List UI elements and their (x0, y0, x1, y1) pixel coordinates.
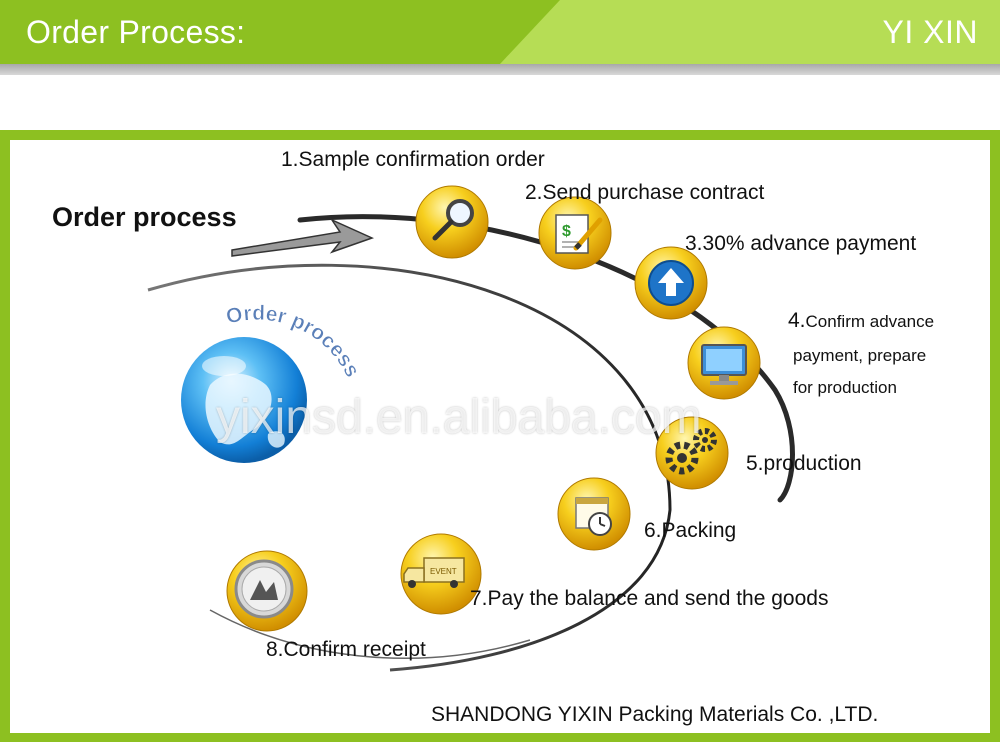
step-4-label-rest: Confirm advance (805, 312, 935, 331)
page-title: Order Process: (26, 14, 246, 50)
svg-text:$: $ (562, 223, 571, 240)
contract-pen-icon: $ (538, 196, 612, 270)
upload-arrow-icon (634, 246, 708, 320)
delivery-truck-icon: EVENT (400, 533, 482, 615)
step-5-label: 5.production (746, 452, 862, 475)
header-accent-stripe (500, 0, 1000, 64)
step-4-label-line-1: 4.Confirm advance (788, 309, 935, 332)
calendar-clock-icon (557, 477, 631, 551)
gears-icon (655, 416, 729, 490)
step-4-label-line-3: for production (793, 378, 897, 397)
step-4-label-line-2: payment, prepare (793, 346, 927, 365)
brand-name: YI XIN (882, 14, 978, 50)
watermark-text: yixinsd.en.alibaba.com (216, 391, 702, 444)
motion-arrow-icon (231, 218, 375, 257)
monitor-icon (687, 326, 761, 400)
company-name: SHANDONG YIXIN Packing Materials Co. ,LT… (431, 703, 879, 726)
coin-icon (226, 550, 308, 632)
step-3-label: 3.30% advance payment (685, 232, 917, 255)
process-arc-lower (209, 609, 531, 659)
order-process-panel: Order process $ (10, 140, 990, 733)
step-7-label: 7.Pay the balance and send the goods (470, 587, 829, 610)
process-diagram: Order process $ (147, 185, 795, 672)
header-shadow-strip (0, 64, 1000, 75)
magnifier-icon (415, 185, 489, 259)
globe-icon (181, 337, 307, 463)
step-1-label: 1.Sample confirmation order (281, 148, 545, 171)
truck-text: EVENT (430, 567, 457, 576)
step-8-label: 8.Confirm receipt (266, 638, 426, 661)
step-2-label: 2.Send purchase contract (525, 181, 765, 204)
step-6-label: 6.Packing (644, 519, 737, 542)
diagram-heading: Order process (52, 202, 237, 232)
